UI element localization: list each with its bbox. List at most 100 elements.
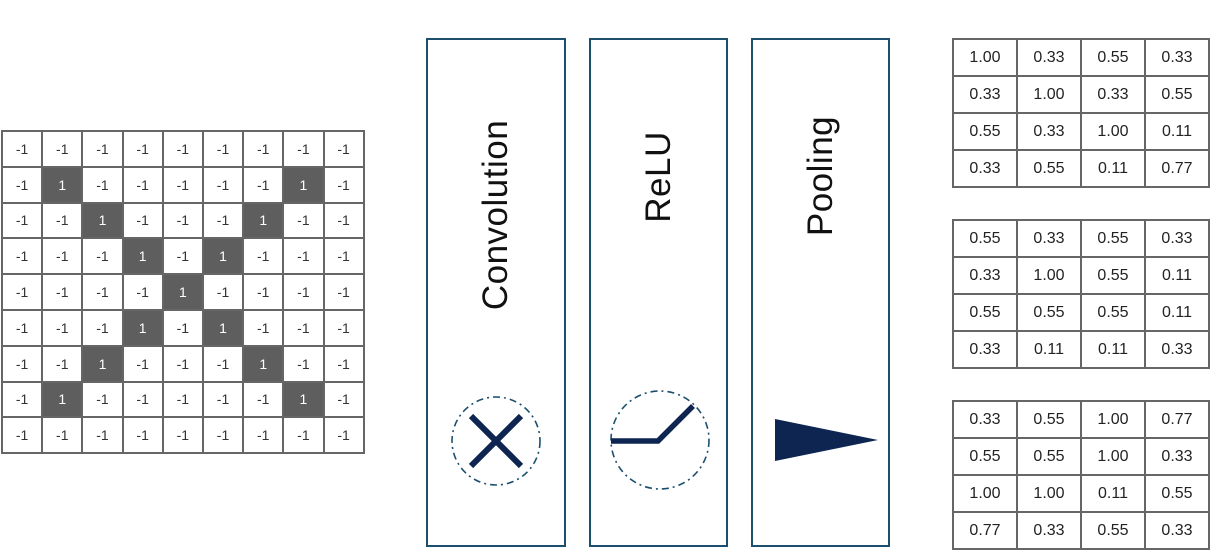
input-cell: -1 — [324, 346, 365, 383]
table-cell: 0.33 — [1144, 219, 1210, 258]
input-cell: -1 — [324, 167, 365, 204]
table-cell: 0.55 — [1080, 256, 1146, 295]
input-cell: -1 — [203, 132, 245, 168]
input-cell: 1 — [244, 346, 285, 383]
input-cell: -1 — [83, 275, 124, 311]
table-cell: 1.00 — [1016, 75, 1082, 114]
table-cell: 1.00 — [952, 38, 1018, 77]
input-cell: -1 — [3, 167, 44, 204]
input-cell: -1 — [244, 382, 285, 419]
table-cell: 0.33 — [1144, 330, 1210, 369]
input-cell: 1 — [244, 203, 285, 240]
input-cell: -1 — [324, 275, 365, 311]
table-cell: 0.33 — [1144, 437, 1210, 476]
input-cell: -1 — [163, 382, 204, 419]
input-cell: -1 — [83, 167, 124, 204]
table-cell: 0.77 — [1144, 149, 1210, 188]
table-cell: 0.33 — [1144, 511, 1210, 550]
input-cell: -1 — [324, 132, 365, 168]
table-cell: 1.00 — [1080, 112, 1146, 151]
input-cell: -1 — [163, 418, 204, 455]
input-cell: -1 — [123, 167, 164, 204]
input-cell: -1 — [43, 132, 84, 168]
table-cell: 0.33 — [952, 330, 1018, 369]
input-cell: -1 — [43, 203, 84, 240]
table-cell: 1.00 — [1016, 474, 1082, 513]
table-cell: 0.55 — [1144, 75, 1210, 114]
input-cell: -1 — [284, 239, 325, 276]
input-cell: -1 — [83, 382, 124, 419]
convolution-x-icon — [451, 396, 541, 486]
input-cell: -1 — [284, 132, 325, 168]
input-cell: -1 — [244, 275, 285, 311]
input-cell: -1 — [3, 418, 44, 455]
input-cell: 1 — [123, 310, 164, 347]
input-cell: 1 — [83, 346, 124, 383]
input-cell: -1 — [163, 346, 204, 383]
input-cell: 1 — [83, 203, 124, 240]
table-cell: 0.77 — [1144, 400, 1210, 439]
input-cell: -1 — [163, 203, 204, 240]
table-cell: 0.55 — [952, 219, 1018, 258]
table-cell: 0.33 — [952, 75, 1018, 114]
table-cell: 1.00 — [1016, 256, 1082, 295]
table-cell: 0.33 — [1016, 38, 1082, 77]
input-cell: -1 — [43, 239, 84, 276]
table-cell: 1.00 — [952, 474, 1018, 513]
table-cell: 0.33 — [1016, 112, 1082, 151]
table-cell: 0.11 — [1144, 293, 1210, 332]
pooling-layer-panel: Pooling — [751, 38, 890, 547]
table-cell: 0.55 — [952, 293, 1018, 332]
input-cell: -1 — [284, 310, 325, 347]
table-cell: 1.00 — [1080, 400, 1146, 439]
input-cell: -1 — [244, 132, 285, 168]
input-cell: -1 — [43, 346, 84, 383]
input-cell: -1 — [163, 310, 204, 347]
table-cell: 0.33 — [1016, 219, 1082, 258]
input-cell: -1 — [284, 203, 325, 240]
input-cell: -1 — [163, 167, 204, 204]
pooling-wedge-icon — [775, 419, 878, 461]
table-cell: 0.55 — [1080, 219, 1146, 258]
input-cell: 1 — [43, 382, 84, 419]
table-cell: 0.55 — [1016, 293, 1082, 332]
table-cell: 0.55 — [952, 437, 1018, 476]
input-cell: -1 — [203, 382, 245, 419]
input-cell: -1 — [244, 239, 285, 276]
input-cell: -1 — [284, 346, 325, 383]
input-cell: -1 — [163, 132, 204, 168]
table-cell: 0.33 — [952, 256, 1018, 295]
input-cell: -1 — [284, 418, 325, 455]
input-cell: -1 — [43, 310, 84, 347]
input-cell: 1 — [163, 275, 204, 311]
input-cell: -1 — [324, 418, 365, 455]
input-cell: -1 — [3, 203, 44, 240]
input-cell: -1 — [324, 382, 365, 419]
table-cell: 0.11 — [1080, 474, 1146, 513]
convolution-layer-panel: Convolution — [426, 38, 566, 547]
input-cell: -1 — [3, 382, 44, 419]
input-cell: -1 — [3, 239, 44, 276]
input-cell: -1 — [324, 203, 365, 240]
input-cell: 1 — [284, 167, 325, 204]
input-cell: -1 — [123, 382, 164, 419]
input-cell: 1 — [43, 167, 84, 204]
table-cell: 0.55 — [1016, 149, 1082, 188]
table-cell: 0.77 — [952, 511, 1018, 550]
input-cell: -1 — [83, 418, 124, 455]
input-cell: -1 — [324, 239, 365, 276]
input-cell: -1 — [83, 310, 124, 347]
input-cell: -1 — [123, 275, 164, 311]
